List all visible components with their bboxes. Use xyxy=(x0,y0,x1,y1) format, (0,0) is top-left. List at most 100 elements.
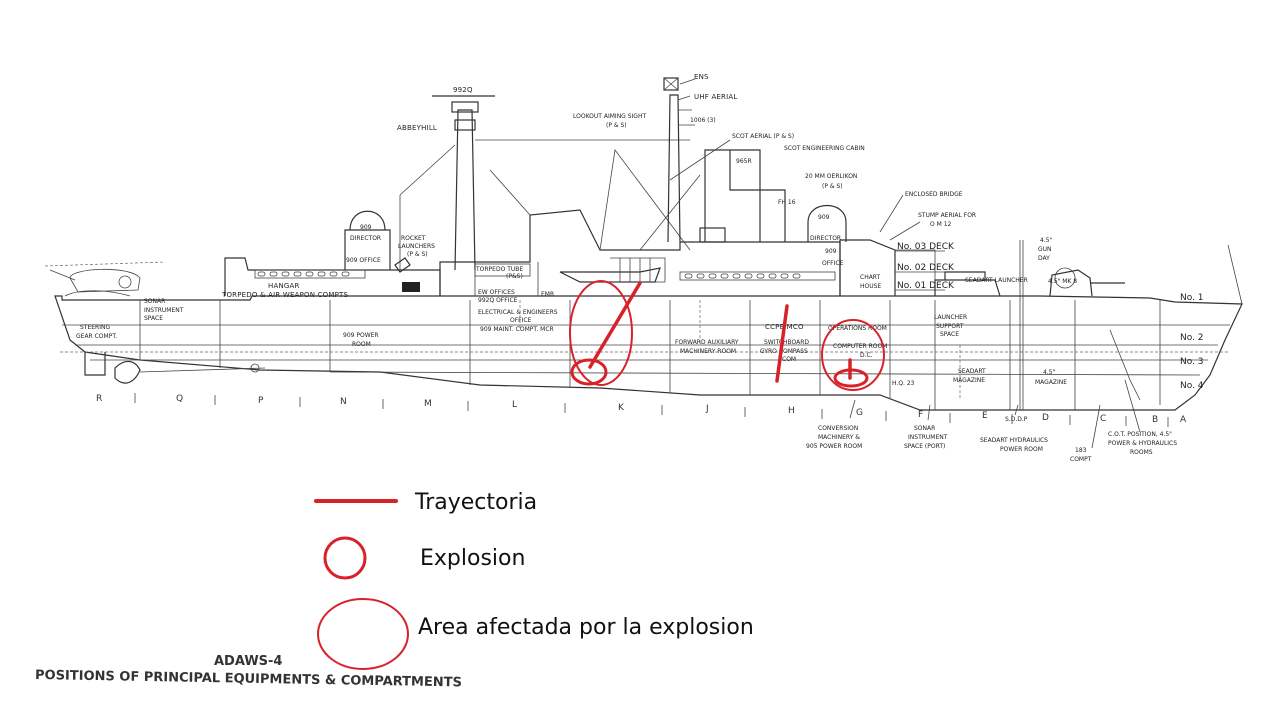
explosion-3 xyxy=(833,368,869,388)
legend-trajectory-label: Trayectoria xyxy=(414,490,537,515)
label-director-909-aft: 909 xyxy=(360,224,372,231)
label-compt-183: 183 xyxy=(1075,447,1087,454)
label-torpedo-tubes: TORPEDO TUBE xyxy=(475,266,523,273)
label-magazine-4-5-2: MAGAZINE xyxy=(1035,379,1067,386)
label-switchboard-3: COM xyxy=(782,356,796,363)
frame-letter: B xyxy=(1152,415,1158,425)
deck-no2-label: No. 2 xyxy=(1180,333,1204,343)
diagram-title: ADAWS-4 POSITIONS OF PRINCIPAL EQUIPMENT… xyxy=(35,654,462,690)
frame-letter: L xyxy=(512,400,517,410)
frame-letter: E xyxy=(982,411,988,421)
label-switchboard: SWITCHBOARD xyxy=(764,339,809,346)
label-fh-16: FH 16 xyxy=(778,199,796,206)
label-radar-965r: 965R xyxy=(736,158,752,165)
label-ens: ENS xyxy=(694,73,709,81)
label-scot-aerial: SCOT AERIAL (P & S) xyxy=(732,133,794,140)
legend-explosion-swatch xyxy=(323,536,367,580)
label-lookout-sight-ps: (P & S) xyxy=(606,122,627,129)
label-sonar-space-3: SPACE xyxy=(144,315,163,322)
label-cot-position-2: POWER & HYDRAULICS xyxy=(1108,440,1177,447)
label-seadart-magazine-2: MAGAZINE xyxy=(953,377,985,384)
label-oerlikon-ps: (P & S) xyxy=(822,183,843,190)
label-fwd-aux-2: MACHINERY ROOM xyxy=(680,348,736,355)
label-launcher-support: LAUNCHER xyxy=(934,314,967,321)
label-electrical-offices: ELECTRICAL & ENGINEERS xyxy=(478,309,558,316)
label-hq-23: H.Q. 23 xyxy=(892,380,915,387)
frame-letter: A xyxy=(1180,415,1187,425)
legend: Trayectoria Explosion Area afectada por … xyxy=(314,490,754,670)
frame-letter: R xyxy=(96,394,102,404)
label-sddp: S.D.D.P xyxy=(1005,416,1028,423)
label-computer-room: COMPUTER ROOM xyxy=(833,343,887,350)
label-steering-gear-2: GEAR COMPT. xyxy=(76,333,117,340)
frame-letter: M xyxy=(424,399,432,409)
frame-letter: J xyxy=(705,404,709,414)
label-seadart-hydraulics: SEADART HYDRAULICS xyxy=(980,437,1048,444)
helicopter-icon xyxy=(44,261,166,297)
legend-affected-area-label: Area afectada por la explosion xyxy=(418,615,754,640)
label-sonar-space: SONAR xyxy=(144,298,165,305)
label-scot-cabin: SCOT ENGINEERING CABIN xyxy=(784,145,865,152)
label-office-909-fwd: 909 xyxy=(825,248,837,255)
deck-no3-label: No. 3 xyxy=(1180,357,1204,367)
label-radar-1006: 1006 (3) xyxy=(690,117,716,124)
label-office-909-fwd-2: OFFICE xyxy=(822,260,844,267)
label-magazine-4-5: 4.5" xyxy=(1043,369,1056,376)
frame-letter: H xyxy=(788,406,795,416)
trajectory-2 xyxy=(775,304,789,383)
label-launcher-support-2: SUPPORT xyxy=(936,323,964,330)
deck-01-label: No. 01 DECK xyxy=(897,281,955,291)
affected-area-1 xyxy=(569,280,633,386)
label-sonar-space-2: INSTRUMENT xyxy=(144,307,184,314)
label-enclosed-bridge: ENCLOSED BRIDGE xyxy=(905,191,963,198)
label-maint-909: 909 MAINT. COMPT. MCR xyxy=(480,326,554,333)
label-director-909-aft-2: DIRECTOR xyxy=(350,235,381,242)
frame-letter: G xyxy=(856,408,863,418)
label-cot-position: C.O.T. POSITION, 4.5" xyxy=(1108,431,1172,438)
frame-letters: R Q P N M L K J H G F E D C B A xyxy=(96,393,1187,427)
label-oerlikon: 20 MM OERLIKON xyxy=(805,173,857,180)
propeller-and-shaft xyxy=(84,352,266,384)
label-director-909-fwd-2: DIRECTOR xyxy=(810,235,841,242)
label-gun-4-5-2: GUN xyxy=(1038,246,1052,253)
label-conversion-machinery: CONVERSION xyxy=(818,425,858,432)
label-cot-position-3: ROOMS xyxy=(1130,449,1153,456)
label-conversion-machinery-3: 905 POWER ROOM xyxy=(806,443,862,450)
label-ew-992q: 992Q OFFICE xyxy=(478,297,518,304)
label-sonar-instrument-port-3: SPACE (PORT) xyxy=(904,443,945,450)
label-gun-4-5-3: DAY xyxy=(1038,255,1050,262)
label-conversion-machinery-2: MACHINERY & xyxy=(818,434,860,441)
label-launcher-support-3: SPACE xyxy=(940,331,959,338)
label-sonar-instrument-port: SONAR xyxy=(914,425,935,432)
label-rocket-launchers-3: (P & S) xyxy=(407,251,428,258)
damage-annotations xyxy=(569,280,885,391)
label-torpedo-tubes-2: (P&S) xyxy=(506,273,523,280)
label-uhf-aerial: UHF AERIAL xyxy=(694,93,737,101)
label-hangar: HANGAR xyxy=(268,282,300,290)
label-fwd-aux: FORWARD AUXILIARY xyxy=(675,339,739,346)
title-line-1: ADAWS-4 xyxy=(214,654,282,669)
label-power-909: 909 POWER xyxy=(343,332,379,339)
frame-letter: D xyxy=(1042,413,1049,423)
legend-affected-area-swatch xyxy=(317,598,409,670)
frame-letter: N xyxy=(340,397,347,407)
deck-03-label: No. 03 DECK xyxy=(897,242,955,252)
frame-letter: K xyxy=(618,403,625,413)
explosion-1 xyxy=(570,358,608,386)
label-rocket-launchers: ROCKET xyxy=(401,235,426,242)
deck-no4-label: No. 4 xyxy=(1180,381,1204,391)
label-compt-183-2: COMPT xyxy=(1070,456,1092,463)
label-gun-4-5: 4.5" xyxy=(1040,237,1053,244)
label-stump-aerial: STUMP AERIAL FOR xyxy=(918,212,976,219)
label-lookout-sight: LOOKOUT AIMING SIGHT xyxy=(573,113,646,120)
frame-letter: P xyxy=(258,396,264,406)
trajectory-1 xyxy=(588,281,642,369)
label-ema: EMR xyxy=(541,291,554,298)
label-rocket-launchers-2: LAUNCHERS xyxy=(398,243,435,250)
deck-02-label: No. 02 DECK xyxy=(897,263,955,273)
label-gun-mk8: 4.5" MK 8 xyxy=(1048,278,1077,285)
label-seadart-hydraulics-2: POWER ROOM xyxy=(1000,446,1043,453)
label-office-909: 909 OFFICE xyxy=(346,257,381,264)
label-abbeyhill: ABBEYHILL xyxy=(397,124,437,132)
